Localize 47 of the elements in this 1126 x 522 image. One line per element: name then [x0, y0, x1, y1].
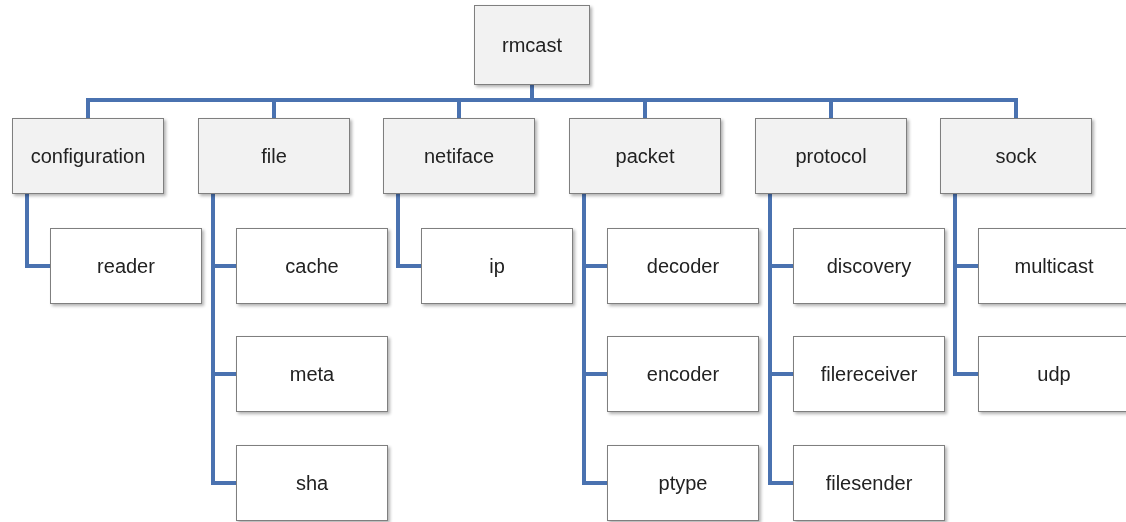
package-box	[236, 336, 388, 412]
package-name: decoder	[646, 254, 720, 278]
package-name: protocol	[795, 144, 867, 168]
connector-line	[211, 194, 236, 485]
package-name: sha	[295, 471, 329, 495]
package-box	[236, 445, 388, 521]
package-name: packet	[615, 144, 675, 168]
package-name: netiface	[423, 144, 495, 168]
package-name: multicast	[1014, 254, 1094, 278]
package-box	[607, 445, 759, 521]
package-box	[421, 228, 573, 304]
package-box	[474, 5, 590, 85]
package-name: filesender	[825, 471, 913, 495]
package-box	[198, 118, 350, 194]
package-box	[607, 336, 759, 412]
package-name: encoder	[646, 362, 720, 386]
package-name: filereceiver	[820, 362, 918, 386]
package-box	[607, 228, 759, 304]
package-box	[569, 118, 721, 194]
package-box	[383, 118, 535, 194]
package-name: configuration	[30, 144, 146, 168]
package-name: ip	[489, 254, 505, 278]
package-box	[978, 336, 1126, 412]
package-name: reader	[97, 254, 155, 278]
package-name: cache	[285, 254, 339, 278]
connector-line	[530, 85, 1018, 118]
connector-line	[25, 194, 50, 268]
package-name: udp	[1037, 362, 1071, 386]
connector-line	[582, 194, 607, 485]
package-box	[793, 228, 945, 304]
package-box	[793, 336, 945, 412]
package-box	[755, 118, 907, 194]
package-box	[978, 228, 1126, 304]
package-name: rmcast	[502, 33, 562, 57]
package-box	[236, 228, 388, 304]
connector-line	[396, 194, 421, 268]
package-box	[940, 118, 1092, 194]
package-name: file	[261, 144, 287, 168]
connector-line	[953, 194, 978, 376]
package-name: discovery	[826, 254, 912, 278]
package-box	[793, 445, 945, 521]
package-name: ptype	[658, 471, 708, 495]
package-name: meta	[289, 362, 335, 386]
connector-line	[768, 194, 793, 485]
package-box	[12, 118, 164, 194]
package-box	[50, 228, 202, 304]
package-name: sock	[995, 144, 1037, 168]
